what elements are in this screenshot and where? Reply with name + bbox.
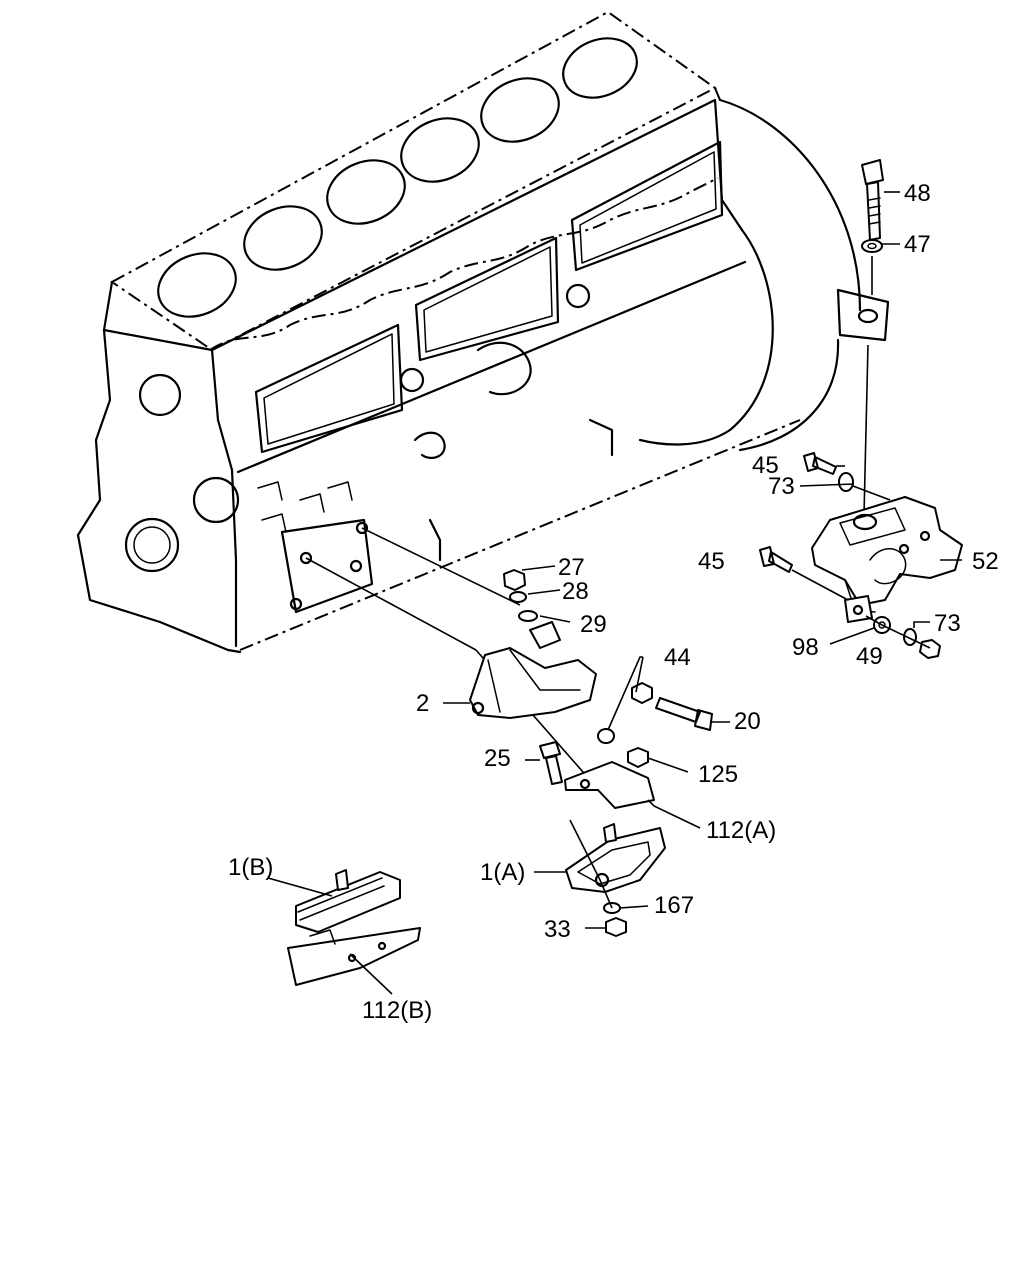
alternate-mount-group (287, 869, 421, 986)
part-labels: 48 47 45 73 45 52 73 98 49 27 28 29 44 2… (228, 180, 999, 1024)
label-33: 33 (544, 916, 571, 943)
label-27: 27 (558, 554, 585, 581)
label-48: 48 (904, 180, 931, 207)
engine-block (76, 10, 890, 654)
washer-28-icon (509, 591, 527, 603)
label-167: 167 (654, 892, 694, 919)
bolt-45-upper-icon (803, 452, 837, 475)
label-1a: 1(A) (480, 859, 525, 886)
label-112b: 112(B) (362, 997, 432, 1024)
washer-73-lower-icon (903, 628, 917, 646)
washer-73-upper-icon (838, 472, 854, 492)
nut-27-icon (503, 569, 526, 591)
mount-bracket-52-icon (811, 496, 963, 606)
label-44: 44 (664, 644, 691, 671)
label-98: 98 (792, 634, 819, 661)
bolt-45-lower-icon (759, 546, 793, 573)
nut-125-icon (627, 747, 649, 768)
label-47: 47 (904, 231, 931, 258)
label-49: 49 (856, 643, 883, 670)
bolt-25-icon (539, 741, 563, 785)
label-28: 28 (562, 578, 589, 605)
label-125: 125 (698, 761, 738, 788)
leader-lines (267, 191, 962, 995)
label-45-lower: 45 (698, 548, 725, 575)
label-29: 29 (580, 611, 607, 638)
label-25: 25 (484, 745, 511, 772)
label-112a: 112(A) (706, 817, 776, 844)
nut-44-icon (631, 682, 653, 704)
front-mount-assembly (305, 527, 713, 937)
bolt-20-icon (655, 697, 713, 731)
rear-mount-assembly (759, 159, 963, 659)
nut-49-icon (919, 639, 941, 659)
label-73-lower: 73 (934, 610, 961, 637)
washer-47-icon (861, 239, 883, 253)
label-45-upper: 45 (752, 452, 779, 479)
label-1b: 1(B) (228, 854, 273, 881)
label-20: 20 (734, 708, 761, 735)
mount-1b-icon (295, 871, 401, 933)
label-2: 2 (416, 690, 429, 717)
nut-33-icon (605, 917, 627, 937)
label-73-upper: 73 (768, 473, 795, 500)
bracket-112a-icon (564, 761, 655, 809)
label-52: 52 (972, 548, 999, 575)
bracket-2-icon (469, 647, 597, 719)
washer-29-icon (518, 610, 538, 622)
